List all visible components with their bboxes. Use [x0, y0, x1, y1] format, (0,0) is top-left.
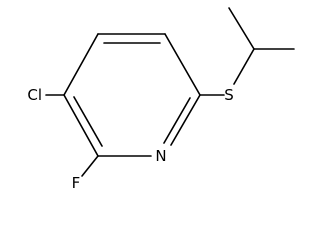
bond-c6-n — [170, 94, 201, 146]
bond-c6-n-inner — [163, 97, 191, 144]
sulfur-atom-label: S — [224, 86, 234, 104]
bond-c2-c3-outer — [63, 94, 99, 157]
chlorine-atom-label: Cl — [27, 86, 42, 104]
bond-c5-c6 — [164, 33, 201, 96]
bond-c3-c4 — [63, 33, 99, 96]
nitrogen-atom-label: N — [155, 147, 166, 165]
bond-c2-c3-inner — [73, 96, 103, 147]
bond-s-ch — [233, 48, 255, 85]
fluorine-atom-label: F — [72, 174, 81, 192]
bond-ch-ch3-left — [228, 7, 255, 50]
molecule-structure-diagram: Cl F N S — [27, 7, 295, 192]
bond-c2-f — [81, 155, 99, 177]
